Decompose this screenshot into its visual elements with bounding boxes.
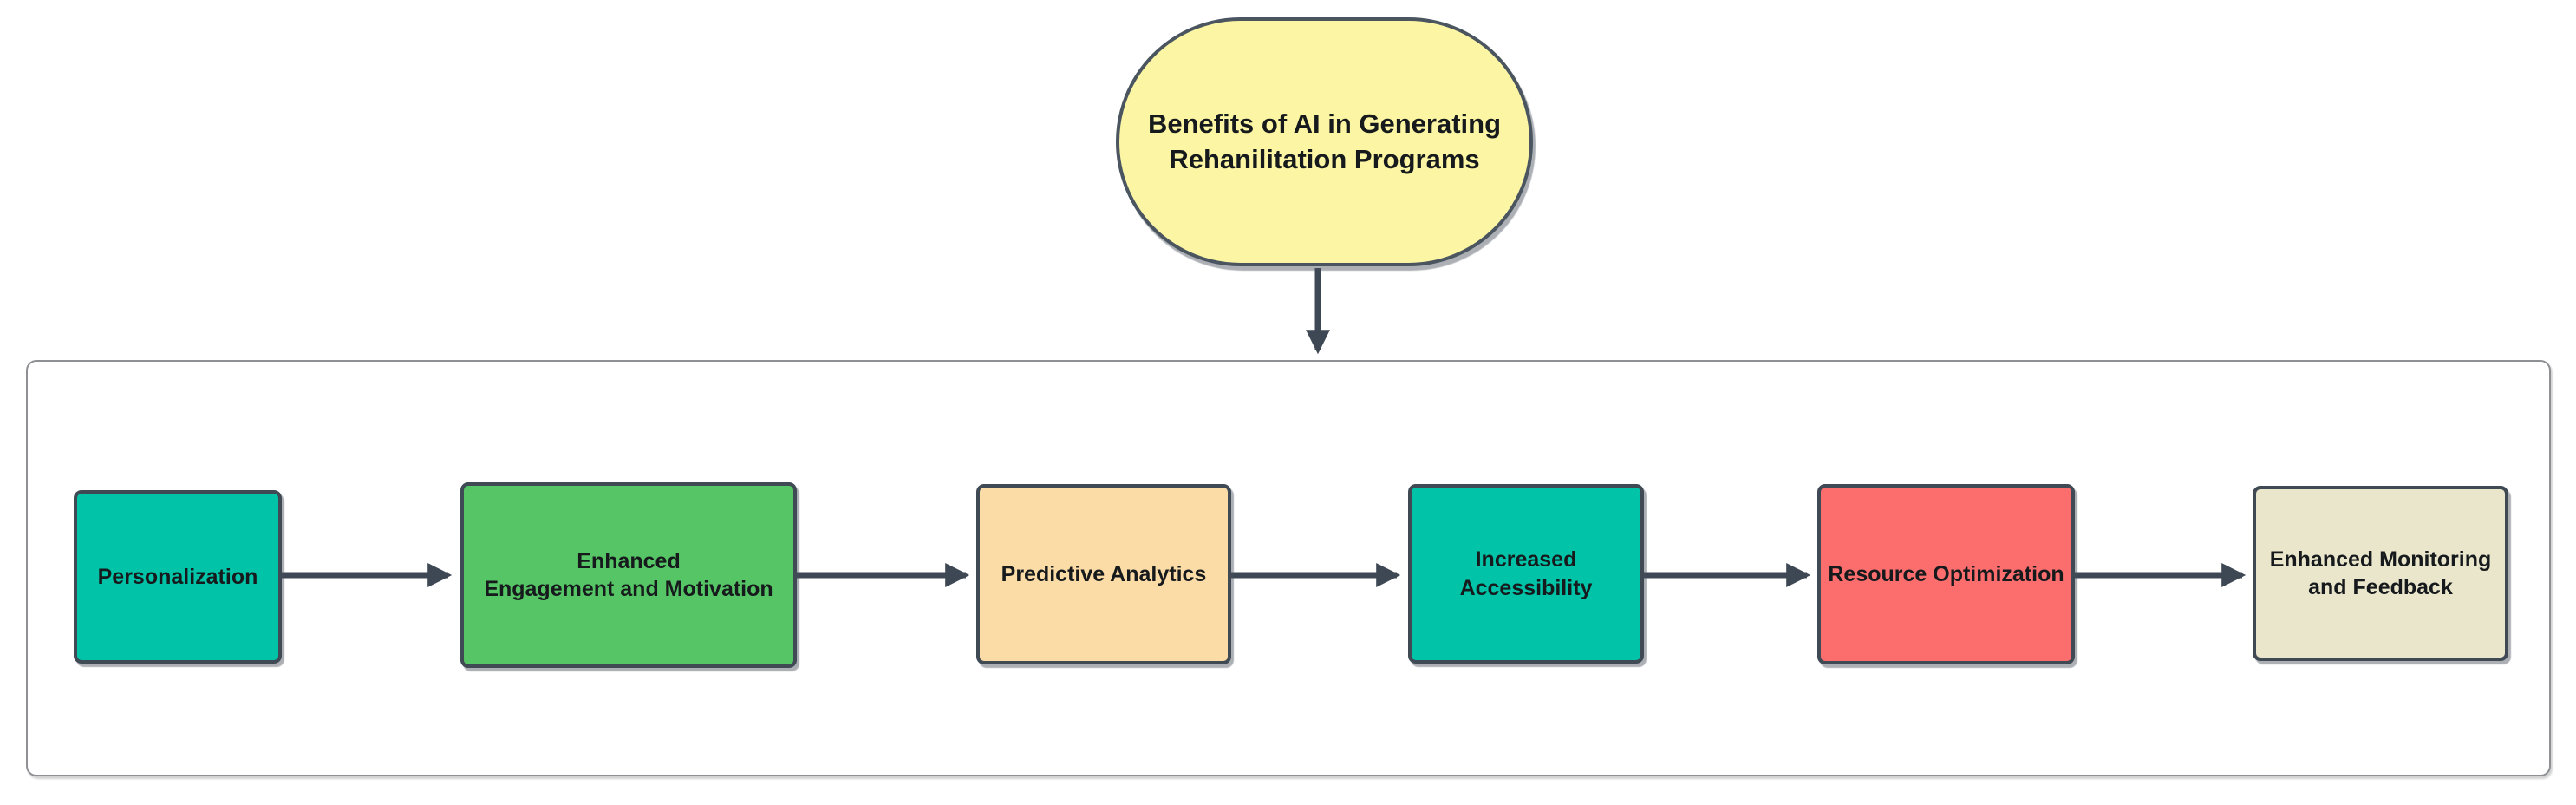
node-personalization-label: Personalization	[97, 564, 258, 589]
node-enhanced-monitoring-and-feedback: Enhanced Monitoring and Feedback	[2253, 486, 2508, 661]
node-predictive-analytics-label: Predictive Analytics	[1001, 561, 1207, 586]
node-increased-accessibility-label: Increased Accessibility	[1459, 547, 1593, 600]
node-personalization: Personalization	[74, 490, 282, 664]
title-label: Benefits of AI in Generating Rehanilitat…	[1147, 108, 1502, 174]
node-title: Benefits of AI in Generating Rehanilitat…	[1116, 17, 1533, 266]
node-resource-optimization-label: Resource Optimization	[1828, 561, 2064, 586]
node-enhanced-engagement-label: Enhanced Engagement and Motivation	[484, 548, 773, 602]
node-increased-accessibility: Increased Accessibility	[1408, 484, 1644, 664]
node-enhanced-monitoring-label: Enhanced Monitoring and Feedback	[2269, 546, 2492, 600]
node-predictive-analytics: Predictive Analytics	[976, 484, 1231, 664]
node-enhanced-engagement-and-motivation: Enhanced Engagement and Motivation	[460, 482, 797, 668]
node-resource-optimization: Resource Optimization	[1817, 484, 2075, 664]
group-container	[26, 360, 2551, 776]
